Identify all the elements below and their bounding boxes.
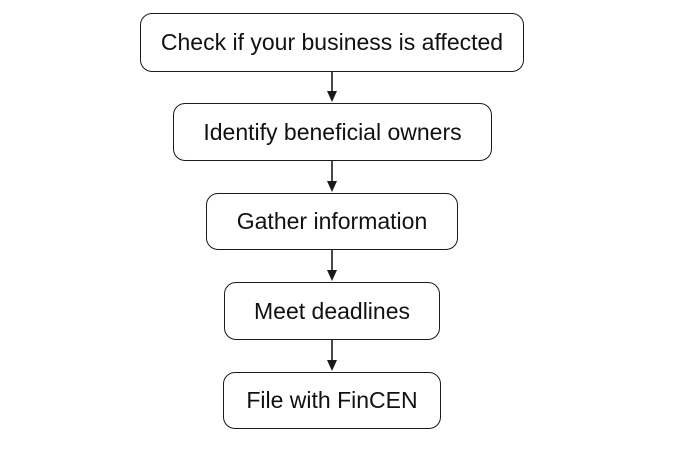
arrow-1-2 [327,161,337,192]
step-label: Check if your business is affected [160,29,504,55]
step-label: File with FinCEN [246,387,418,413]
arrow-3-4 [327,340,337,371]
step-check-business-affected: Check if your business is affected [140,13,524,72]
step-file-with-fincen: File with FinCEN [223,372,441,429]
step-gather-information: Gather information [206,193,458,250]
step-label: Gather information [236,208,428,234]
arrow-0-1 [327,72,337,102]
arrow-2-3 [327,250,337,281]
step-label: Meet deadlines [254,297,410,324]
step-label: Identify beneficial owners [203,118,462,145]
step-identify-beneficial-owners: Identify beneficial owners [173,103,492,161]
step-meet-deadlines: Meet deadlines [224,282,440,340]
